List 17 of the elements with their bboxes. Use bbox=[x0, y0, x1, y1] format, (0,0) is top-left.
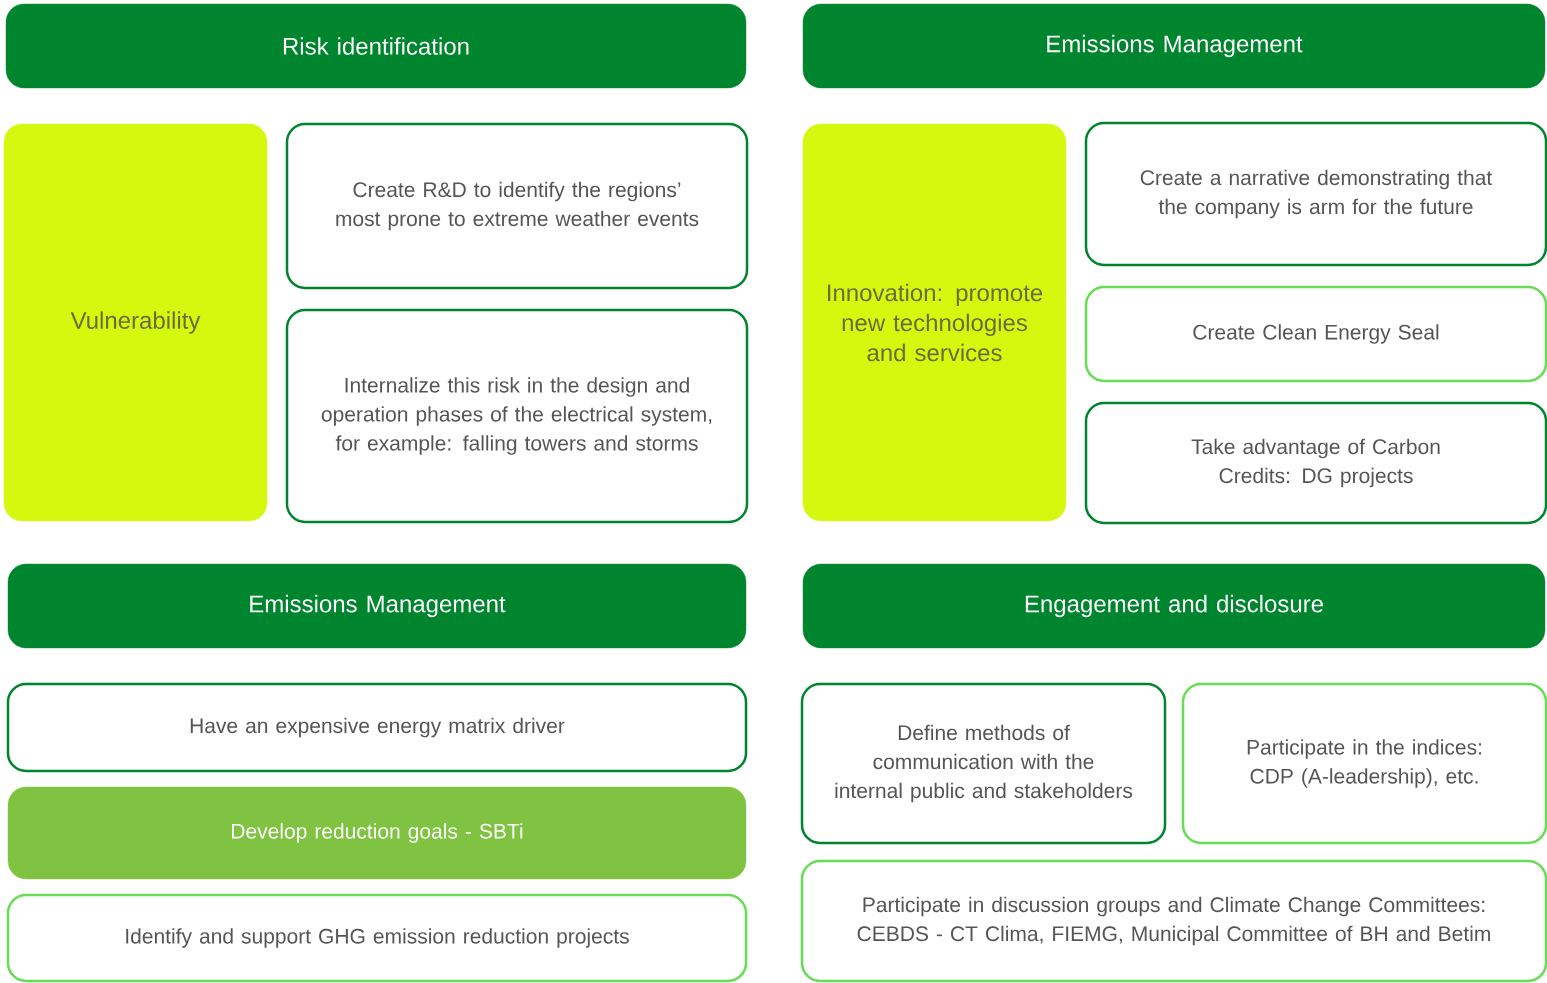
header-bar: Emissions Management bbox=[802, 3, 1546, 89]
header-bar: Risk identification bbox=[5, 3, 747, 89]
header-bar: Engagement and disclosure bbox=[802, 563, 1546, 649]
category-box: Innovation: promote new technologies and services bbox=[802, 123, 1067, 522]
text-box: Participate in the indices: CDP (A-leadership), etc. bbox=[1181, 682, 1547, 845]
highlight-box: Develop reduction goals - SBTi bbox=[7, 786, 747, 880]
text-box: Have an expensive energy matrix driver bbox=[6, 682, 748, 773]
text-box: Define methods of communication with the internal public and stakeholders bbox=[800, 682, 1167, 845]
text-box: Create a narrative demonstrating that the company is arm for the future bbox=[1084, 121, 1547, 267]
text-box: Identify and support GHG emission reduction projects bbox=[6, 893, 748, 983]
header-bar: Emissions Management bbox=[7, 563, 747, 649]
text-box: Create Clean Energy Seal bbox=[1084, 285, 1547, 383]
text-box: Create R&D to identify the regions’ most prone to extreme weather events bbox=[285, 122, 749, 290]
text-box: Take advantage of Carbon Credits: DG projects bbox=[1084, 401, 1547, 525]
category-box: Vulnerability bbox=[3, 123, 268, 522]
text-box: Participate in discussion groups and Climate Change Committees: CEBDS - CT Clima, FIEMG, Municipal Committee of BH and Betim bbox=[800, 859, 1547, 983]
text-box: Internalize this risk in the design and operation phases of the electrical system, for example: falling towers and storms bbox=[285, 308, 749, 524]
